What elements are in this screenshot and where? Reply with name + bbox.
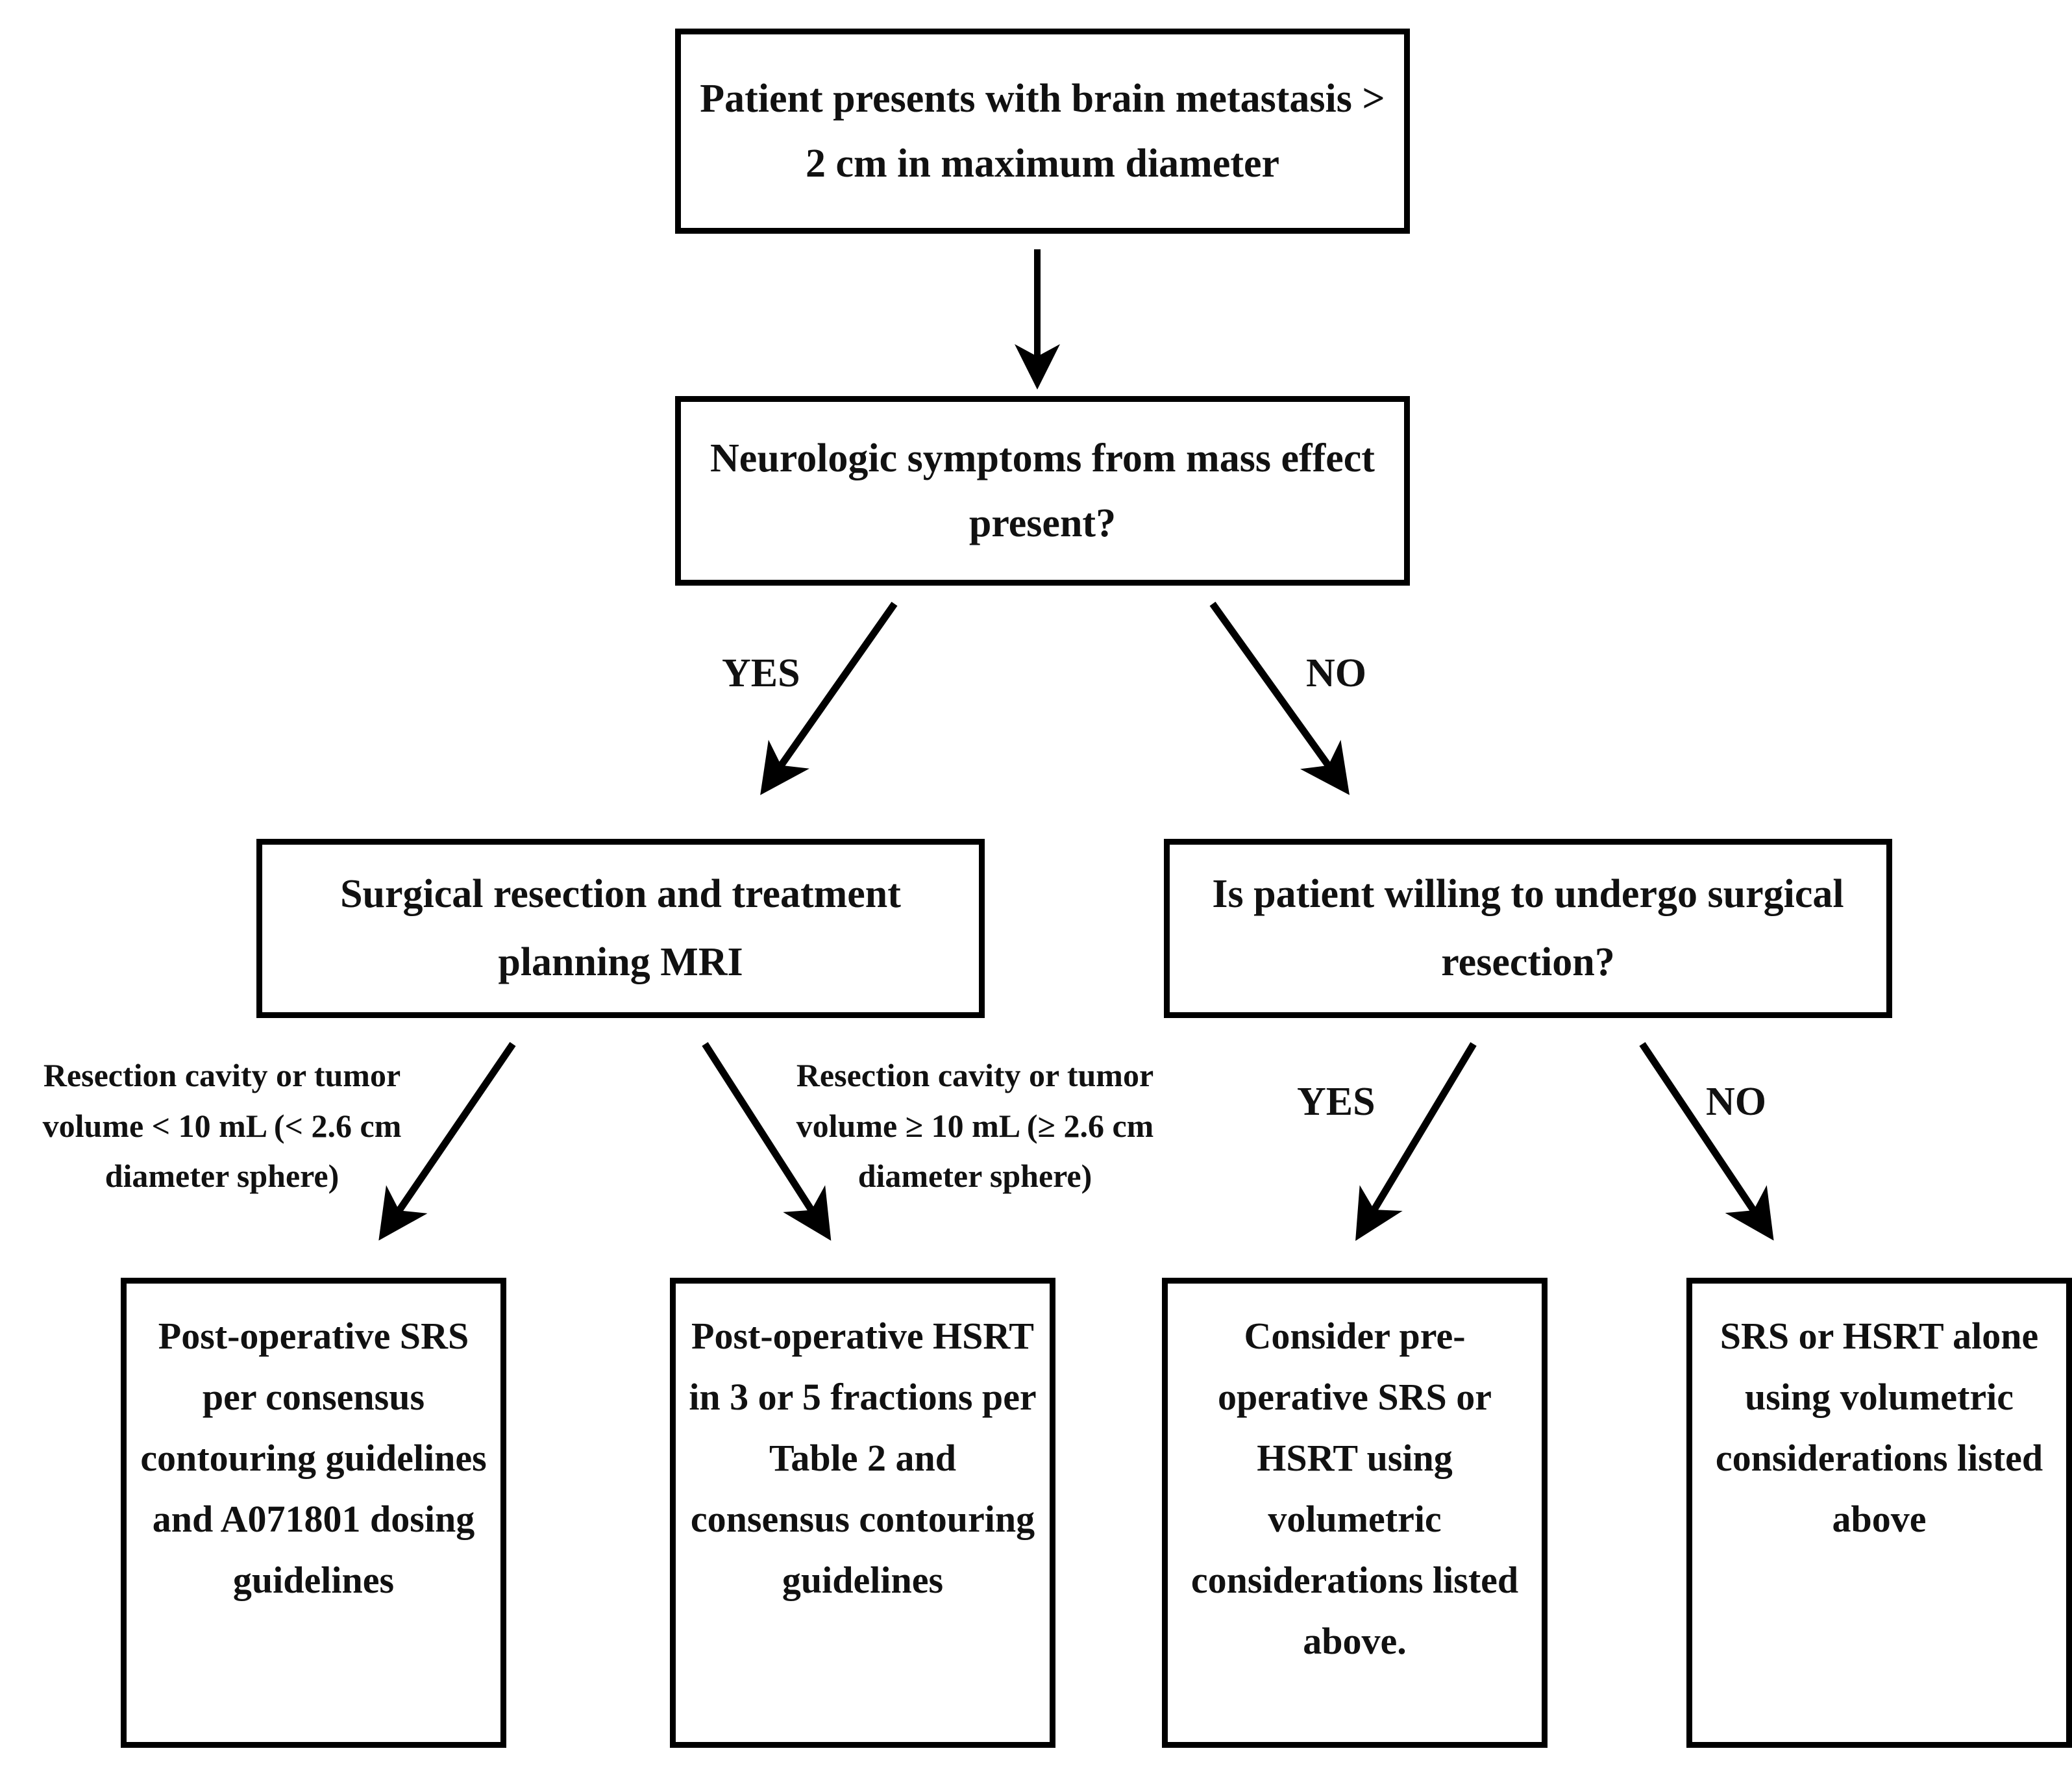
arrow-willing-yes-to-preop — [1355, 1042, 1477, 1241]
node-srs-hsrt-alone-label: SRS or HSRT alone using volumetric consi… — [1715, 1315, 2043, 1540]
node-patient-presentation[interactable]: Patient presents with brain metastasis >… — [675, 29, 1410, 234]
node-surgical-resection[interactable]: Surgical resection and treatment plannin… — [256, 839, 985, 1018]
edge-label-willing-no: NO — [1706, 1080, 1766, 1124]
edge-label-symptoms-yes: YES — [722, 651, 800, 695]
node-postoperative-hsrt-label: Post-operative HSRT in 3 or 5 fractions … — [689, 1315, 1037, 1601]
node-preoperative-srs-hsrt-label: Consider pre-operative SRS or HSRT using… — [1190, 1315, 1519, 1662]
node-srs-hsrt-alone[interactable]: SRS or HSRT alone using volumetric consi… — [1686, 1278, 2072, 1748]
node-postoperative-srs[interactable]: Post-operative SRS per consensus contour… — [121, 1278, 506, 1748]
edge-label-volume-large: Resection cavity or tumor volume ≥ 10 mL… — [796, 1057, 1154, 1194]
node-postoperative-srs-label: Post-operative SRS per consensus contour… — [140, 1315, 487, 1601]
node-postoperative-hsrt[interactable]: Post-operative HSRT in 3 or 5 fractions … — [670, 1278, 1055, 1748]
edge-label-volume-small: Resection cavity or tumor volume < 10 mL… — [42, 1057, 402, 1194]
node-neurologic-symptoms-label: Neurologic symptoms from mass effect pre… — [710, 436, 1375, 545]
node-preoperative-srs-hsrt[interactable]: Consider pre-operative SRS or HSRT using… — [1162, 1278, 1548, 1748]
node-surgical-resection-label: Surgical resection and treatment plannin… — [340, 871, 901, 984]
edge-label-willing-yes: YES — [1297, 1080, 1375, 1124]
node-patient-presentation-label: Patient presents with brain metastasis >… — [700, 76, 1385, 186]
arrow-willing-no-to-srs-alone — [1639, 1041, 1774, 1241]
node-patient-willing-question[interactable]: Is patient willing to undergo surgical r… — [1164, 839, 1892, 1018]
edge-label-symptoms-no: NO — [1306, 651, 1366, 695]
node-patient-willing-label: Is patient willing to undergo surgical r… — [1212, 871, 1844, 984]
node-neurologic-symptoms-question[interactable]: Neurologic symptoms from mass effect pre… — [675, 396, 1410, 586]
